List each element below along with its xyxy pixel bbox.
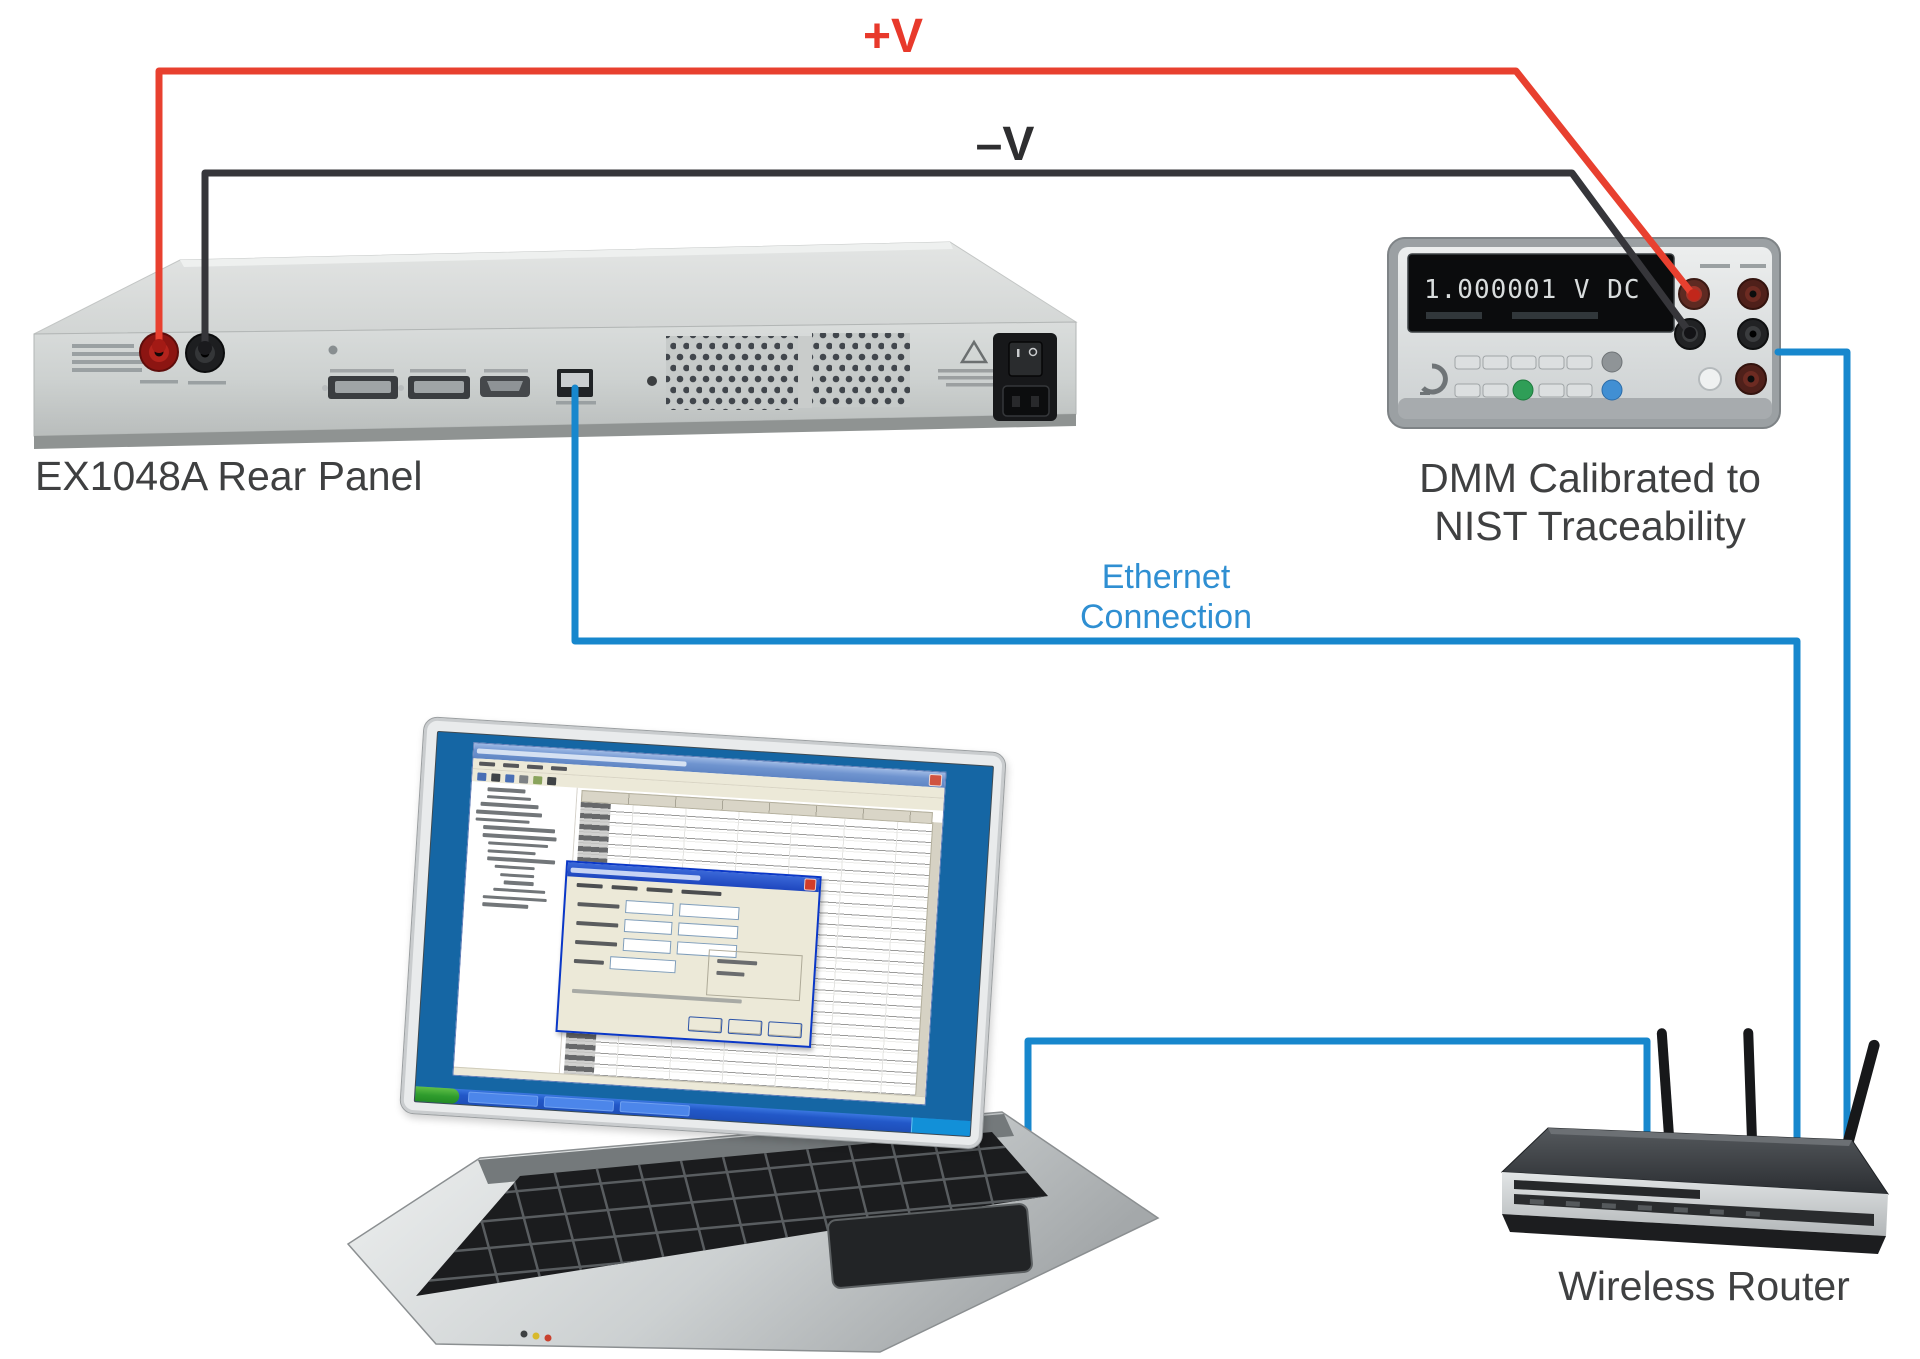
vent-grid-right — [812, 333, 910, 407]
ethernet-cable-dmm-to-router — [1774, 348, 1851, 1162]
dmm-jack-hi-right — [1737, 278, 1769, 310]
vent-grid-left — [666, 336, 798, 410]
warning-text-block — [938, 339, 1024, 387]
dmm-caption-line1: DMM Calibrated to — [1419, 455, 1761, 501]
dmm-caption-line2: NIST Traceability — [1434, 503, 1746, 549]
antenna-icon — [1743, 1028, 1757, 1145]
dmm-reading: 1.000001 V DC — [1424, 275, 1641, 305]
negative-plug — [198, 341, 212, 355]
router-caption: Wireless Router — [1558, 1263, 1850, 1309]
warning-triangle-icon — [959, 339, 989, 364]
rack-caption: EX1048A Rear Panel — [35, 453, 423, 499]
panel-screw — [328, 345, 338, 355]
round-green-button — [1512, 379, 1534, 401]
dmm-jack-current — [1735, 363, 1767, 395]
terminal-label-bar — [188, 381, 226, 385]
serial-db9-connector — [480, 369, 530, 397]
ethernet-caption-line2: Connection — [1080, 598, 1252, 636]
positive-wire-label: +V — [863, 10, 923, 63]
trigger-connector — [408, 369, 470, 399]
power-inlet — [993, 333, 1057, 421]
dmm-annunciator-bar — [1512, 312, 1598, 319]
laptop-led — [532, 1332, 540, 1340]
vent-divider — [798, 336, 812, 408]
positive-plug — [1688, 289, 1700, 301]
digital-io-connector — [322, 369, 404, 399]
ethernet-port — [556, 369, 596, 405]
router-port-slot — [1514, 1194, 1874, 1226]
dmm-annunciator-bar — [1426, 312, 1482, 319]
dmm-display: 1.000001 V DC — [1407, 253, 1675, 333]
negative-lead-wire — [201, 169, 1694, 354]
rack-top-ridge — [180, 242, 953, 267]
laptop-led — [520, 1330, 528, 1338]
router-vent-slot — [1514, 1180, 1700, 1199]
rack-bottom-edge — [34, 414, 1076, 449]
positive-lead-wire — [155, 67, 1698, 352]
ethernet-cable-laptop-to-router — [1024, 1037, 1651, 1162]
antenna-icon — [1656, 1028, 1674, 1141]
dmm-lower-bumper — [1398, 398, 1772, 419]
wireless-router — [1500, 1028, 1889, 1254]
ex1048a-rear-panel — [33, 241, 1078, 449]
dmm-jack-lo-right — [1737, 318, 1769, 350]
router-port-leds — [1529, 1199, 1760, 1217]
laptop-led — [544, 1334, 552, 1342]
router-top-highlight — [1548, 1128, 1852, 1146]
ethernet-caption-line1: Ethernet — [1102, 558, 1231, 596]
negative-plug — [1684, 327, 1696, 339]
ethernet-cable-ex1048a-to-router — [571, 384, 1801, 1159]
power-button — [1421, 363, 1448, 395]
antenna-icon — [1839, 1039, 1880, 1159]
terminal-label-bar — [140, 380, 178, 384]
negative-wire-label: –V — [976, 118, 1035, 171]
round-gray-button — [1601, 351, 1623, 373]
dmm-keypad — [1420, 351, 1623, 401]
router-bottom-edge — [1502, 1214, 1886, 1254]
router-antennas — [1656, 1028, 1880, 1159]
laptop-touchpad — [827, 1203, 1033, 1289]
terminals-selector-button — [1698, 367, 1722, 391]
positive-plug — [152, 339, 166, 353]
reset-button — [647, 376, 657, 386]
round-blue-button — [1601, 379, 1623, 401]
rack-id-text-block — [72, 344, 170, 372]
